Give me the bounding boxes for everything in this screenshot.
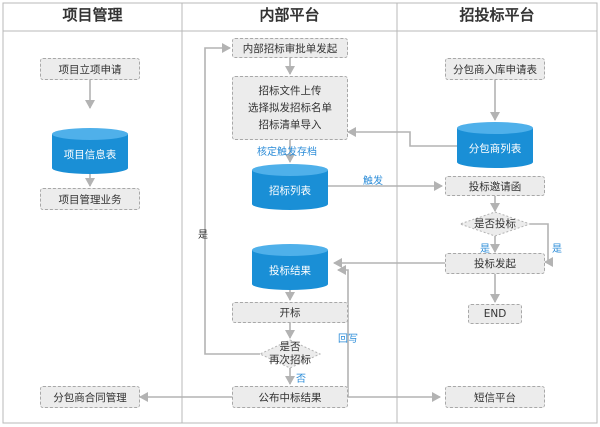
node-project-business: 项目管理业务: [40, 188, 140, 210]
node-upload-group: 招标文件上传 选择拟发招标名单 招标清单导入: [232, 76, 348, 140]
upload-line-1: 招标文件上传: [258, 84, 322, 97]
edge-label-yes-loop: 是: [198, 230, 208, 241]
edges: [85, 43, 553, 402]
node-invite-letter: 投标邀请函: [445, 176, 545, 196]
cylinder-project-info: [52, 128, 128, 174]
node-end: END: [468, 304, 522, 324]
node-project-apply: 项目立项申请: [40, 58, 140, 80]
upload-line-2: 选择拟发招标名单: [248, 101, 332, 114]
node-project-info-table: 项目信息表: [63, 148, 117, 161]
cylinder-sub-list: [457, 122, 533, 168]
lane-header-internal: 内部平台: [259, 6, 320, 24]
node-bid-result: 投标结果: [269, 264, 311, 277]
cylinder-bid-result: [252, 244, 328, 290]
node-bid-list: 招标列表: [269, 184, 311, 197]
edge-label-yes-bid: 是: [480, 244, 490, 255]
edge-label-confirm-archive: 核定触发存档: [257, 147, 317, 158]
node-bid-question: 是否投标: [474, 217, 516, 230]
node-bid-launch: 投标发起: [445, 253, 545, 274]
node-sub-apply: 分包商入库申请表: [445, 58, 545, 80]
edge-label-write-back: 回写: [338, 334, 358, 345]
node-sub-list: 分包商列表: [468, 142, 522, 155]
upload-line-3: 招标清单导入: [258, 118, 322, 131]
cylinder-bid-list: [252, 164, 328, 210]
lane-header-bidding: 招投标平台: [459, 6, 535, 24]
node-rebid-question: 是否 再次招标: [269, 341, 311, 366]
edge-label-trigger: 触发: [363, 176, 383, 187]
lane-header-project: 项目管理: [62, 6, 123, 24]
node-internal-approval: 内部招标审批单发起: [232, 38, 348, 58]
edge-label-no-publish: 否: [296, 374, 306, 385]
node-subcontract-manage: 分包商合同管理: [40, 386, 140, 408]
node-publish-result: 公布中标结果: [232, 386, 348, 408]
diamond-rebid: [258, 339, 322, 369]
edge-label-yes-side: 是: [552, 244, 562, 255]
node-open-bid: 开标: [232, 302, 348, 323]
node-sms-platform: 短信平台: [445, 386, 545, 408]
